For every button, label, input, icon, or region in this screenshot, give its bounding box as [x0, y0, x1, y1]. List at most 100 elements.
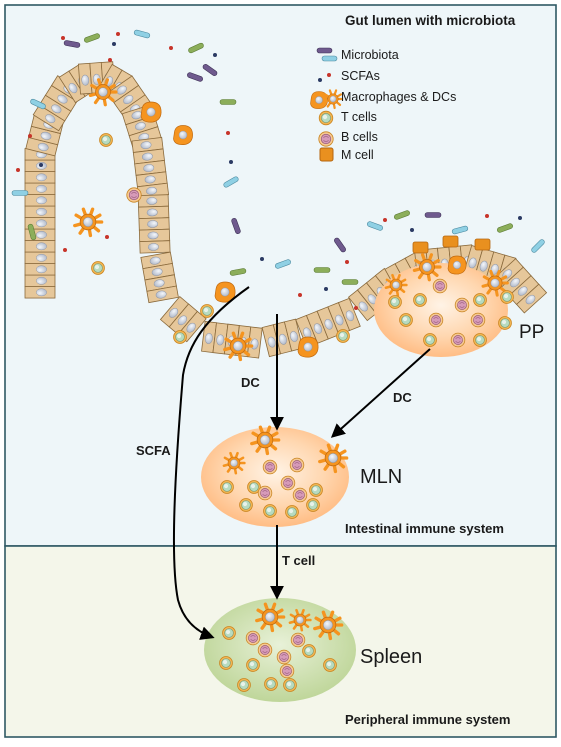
- epithelial-cell: [516, 283, 548, 314]
- epithelial-cell: [24, 286, 56, 299]
- macrophage: [297, 336, 319, 358]
- epithelial-cell: [146, 285, 179, 304]
- epithelial-cell: [138, 205, 170, 220]
- t-cell: [222, 626, 236, 640]
- scfa-molecule: [383, 218, 387, 222]
- t-cell: [498, 316, 512, 330]
- epithelial-cell: [24, 182, 56, 195]
- scfa-molecule: [354, 306, 358, 310]
- dc-arrow-pp-to-mln: [330, 348, 431, 438]
- dendritic-cell: [255, 602, 286, 633]
- dendritic-cell: [223, 331, 254, 362]
- t-cell: [500, 290, 514, 304]
- t-cell: [399, 313, 413, 327]
- microbiota-bacterium: [313, 267, 331, 273]
- microbiota-bacterium: [229, 268, 247, 276]
- dendritic-cell: [73, 207, 104, 238]
- dendritic-cell: [384, 273, 408, 297]
- b-cell: [245, 630, 261, 646]
- microbiota-bacterium: [341, 279, 359, 285]
- t-cell: [200, 304, 214, 318]
- scfa-molecule: [28, 134, 32, 138]
- epithelial-cell: [337, 297, 361, 332]
- top-panel-title: Gut lumen with microbiota: [345, 13, 516, 28]
- scfa-molecule: [112, 42, 116, 46]
- b-cell: [292, 487, 308, 503]
- m-cell: [474, 238, 491, 251]
- b-cell: [318, 131, 334, 147]
- t-cell: [99, 133, 113, 147]
- arrow-label-dc-pp: DC: [393, 390, 412, 405]
- epithelial-cell: [24, 274, 56, 287]
- t-cell: [173, 330, 187, 344]
- microbiota-bacterium: [275, 259, 291, 269]
- b-cell: [276, 649, 292, 665]
- b-cell-icon: [318, 131, 334, 147]
- b-cell: [257, 642, 273, 658]
- microbiota-icon: [316, 47, 338, 62]
- scfa-molecule: [518, 216, 522, 220]
- epithelial-cell: [24, 171, 56, 184]
- macrophage: [214, 281, 236, 303]
- dendritic-cell: [250, 425, 281, 456]
- microbiota-bacterium: [219, 99, 237, 105]
- legend-label-m-cell: M cell: [341, 148, 374, 162]
- macrophage: [310, 91, 328, 109]
- epithelial-cell: [283, 318, 304, 352]
- scfa-molecule: [485, 214, 489, 218]
- t-cell: [219, 656, 233, 670]
- dendritic-cell: [313, 610, 344, 641]
- m-cell: [412, 241, 429, 254]
- microbiota-bacterium: [497, 223, 513, 233]
- spleen: [204, 598, 356, 702]
- microbiota-bacterium: [451, 225, 469, 235]
- microbiota-bacterium: [188, 42, 204, 54]
- b-cell: [279, 663, 295, 679]
- microbiota-bacterium: [11, 190, 29, 196]
- dendritic-cell: [481, 269, 509, 297]
- legend-label-b-cells: B cells: [341, 130, 378, 144]
- t-cell: [309, 483, 323, 497]
- arrow-label-t-cell: T cell: [282, 553, 316, 568]
- m-cell-icon: [319, 147, 334, 162]
- epithelial-cell: [138, 228, 171, 243]
- epithelial-cell: [305, 310, 329, 344]
- b-cell: [289, 457, 305, 473]
- t-cell: [239, 498, 253, 512]
- dendritic-cell: [88, 78, 118, 107]
- microbiota-bacterium: [531, 239, 545, 253]
- epithelial-cell: [24, 240, 56, 253]
- scfa-molecule: [116, 32, 120, 36]
- scfa-icon: [318, 73, 331, 82]
- microbiota-bacterium: [84, 33, 100, 43]
- peyers-patch: [374, 263, 508, 357]
- scfa-molecule: [298, 293, 302, 297]
- microbiota-bacterium: [187, 72, 203, 82]
- microbiota-bacterium: [394, 210, 410, 220]
- epithelial-cell: [168, 303, 198, 335]
- scfa-molecule: [324, 287, 328, 291]
- macrophage: [447, 255, 467, 275]
- epithelial-cell: [132, 148, 165, 165]
- t-cell: [220, 480, 234, 494]
- t-cell: [388, 295, 402, 309]
- dendritic-cell: [323, 89, 344, 110]
- microbiota-bacterium: [223, 176, 239, 188]
- microbiota-bacterium: [202, 64, 218, 76]
- scfa-arrow-to-spleen: [172, 286, 250, 640]
- t-cell: [246, 658, 260, 672]
- microbiota-bacterium: [27, 223, 37, 241]
- epithelial-cell: [77, 62, 93, 95]
- arrow-label-dc-villus: DC: [241, 375, 260, 390]
- scfa-molecule: [410, 228, 414, 232]
- t-cell: [302, 644, 316, 658]
- t-cell: [413, 293, 427, 307]
- macrophage: [140, 101, 162, 123]
- macrophage: [173, 125, 193, 145]
- immune-cells: [73, 78, 514, 692]
- b-cell: [280, 475, 296, 491]
- t-cell: [283, 678, 297, 692]
- legend-label-microbiota: Microbiota: [341, 48, 399, 62]
- epithelial-cell: [137, 194, 169, 208]
